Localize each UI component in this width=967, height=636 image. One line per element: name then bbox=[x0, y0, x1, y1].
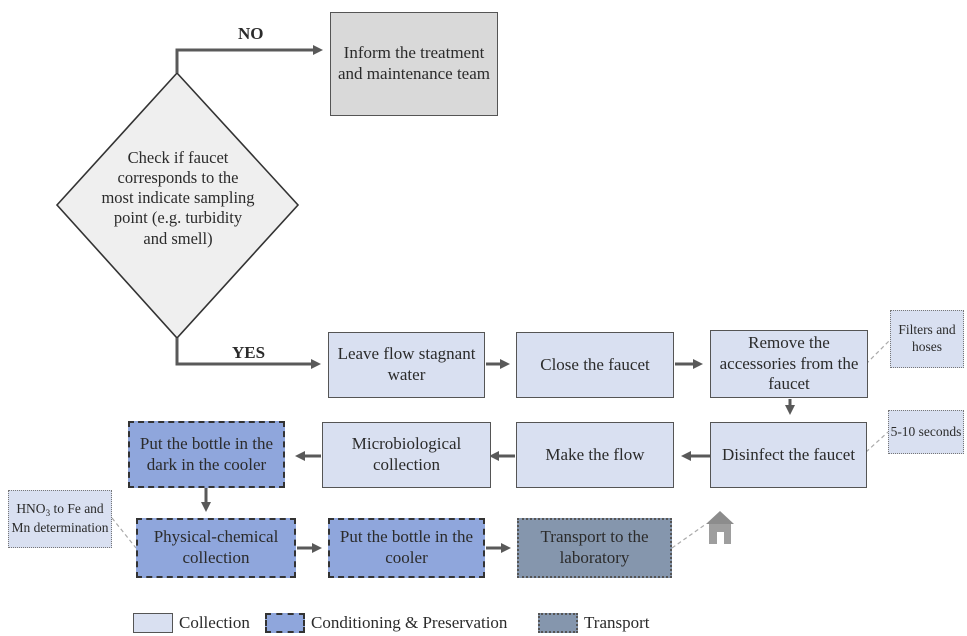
step-leave-flow: Leave flow stagnant water bbox=[328, 332, 485, 398]
step-put-bottle-dark-cooler-text: Put the bottle in the dark in the cooler bbox=[139, 433, 274, 474]
legend-conditioning-label: Conditioning & Preservation bbox=[311, 613, 508, 632]
step-close-faucet-text: Close the faucet bbox=[540, 354, 650, 374]
legend-collection-swatch bbox=[133, 613, 173, 633]
note-filters-hoses-text: Filters and hoses bbox=[898, 322, 956, 354]
no-label: NO bbox=[238, 24, 264, 43]
house-icon bbox=[706, 511, 734, 544]
note-hno3: HNO3 to Fe and Mn determination bbox=[8, 490, 112, 548]
note-connector-hno3 bbox=[111, 517, 137, 549]
step-transport-laboratory: Transport to the laboratory bbox=[517, 518, 672, 578]
inform-team-text: Inform the treatment and maintenance tea… bbox=[338, 43, 490, 83]
note-hno3-rest: to Fe and Mn determination bbox=[11, 501, 109, 535]
note-hno3-subscript: 3 bbox=[45, 508, 51, 519]
step-microbiological-collection: Microbiological collection bbox=[322, 422, 491, 488]
legend-transport: Transport bbox=[538, 613, 650, 633]
yes-label: YES bbox=[232, 343, 266, 362]
note-hno3-text: HNO3 to Fe and Mn determination bbox=[9, 501, 111, 536]
note-connector-seconds bbox=[865, 431, 889, 453]
decision-question: Check if faucet corresponds to the most … bbox=[101, 148, 255, 248]
step-disinfect-faucet: Disinfect the faucet bbox=[710, 422, 867, 488]
step-put-bottle-dark-cooler: Put the bottle in the dark in the cooler bbox=[128, 421, 285, 488]
step-leave-flow-text: Leave flow stagnant water bbox=[337, 344, 476, 384]
legend-collection: Collection bbox=[133, 613, 250, 633]
step-make-flow-text: Make the flow bbox=[545, 444, 645, 464]
step-close-faucet: Close the faucet bbox=[516, 332, 674, 398]
step-remove-accessories: Remove the accessories from the faucet bbox=[710, 330, 868, 398]
no-connector bbox=[175, 45, 323, 73]
step-microbiological-collection-text: Microbiological collection bbox=[351, 434, 462, 474]
step-transport-laboratory-text: Transport to the laboratory bbox=[540, 527, 649, 567]
note-filters-hoses: Filters and hoses bbox=[890, 310, 964, 368]
step-disinfect-faucet-text: Disinfect the faucet bbox=[721, 444, 856, 464]
step-put-bottle-cooler: Put the bottle in the cooler bbox=[328, 518, 485, 578]
step-make-flow: Make the flow bbox=[516, 422, 674, 488]
legend-conditioning: Conditioning & Preservation bbox=[265, 613, 507, 633]
note-connector-lab bbox=[671, 523, 707, 549]
note-seconds-text: 5-10 seconds bbox=[890, 423, 962, 439]
note-connector-filters bbox=[865, 339, 891, 365]
step-physical-chemical-collection: Physical-chemical collection bbox=[136, 518, 296, 578]
legend-collection-label: Collection bbox=[179, 613, 250, 632]
note-hno3-formula: HNO bbox=[16, 501, 46, 517]
legend-transport-label: Transport bbox=[584, 613, 650, 632]
step-put-bottle-cooler-text: Put the bottle in the cooler bbox=[339, 527, 474, 567]
step-remove-accessories-text: Remove the accessories from the faucet bbox=[719, 332, 859, 394]
inform-team-box: Inform the treatment and maintenance tea… bbox=[330, 12, 498, 116]
legend-conditioning-swatch bbox=[265, 613, 305, 633]
legend-transport-swatch bbox=[538, 613, 578, 633]
note-seconds: 5-10 seconds bbox=[888, 410, 964, 454]
step-physical-chemical-collection-text: Physical-chemical collection bbox=[153, 527, 279, 567]
yes-connector bbox=[175, 338, 321, 369]
